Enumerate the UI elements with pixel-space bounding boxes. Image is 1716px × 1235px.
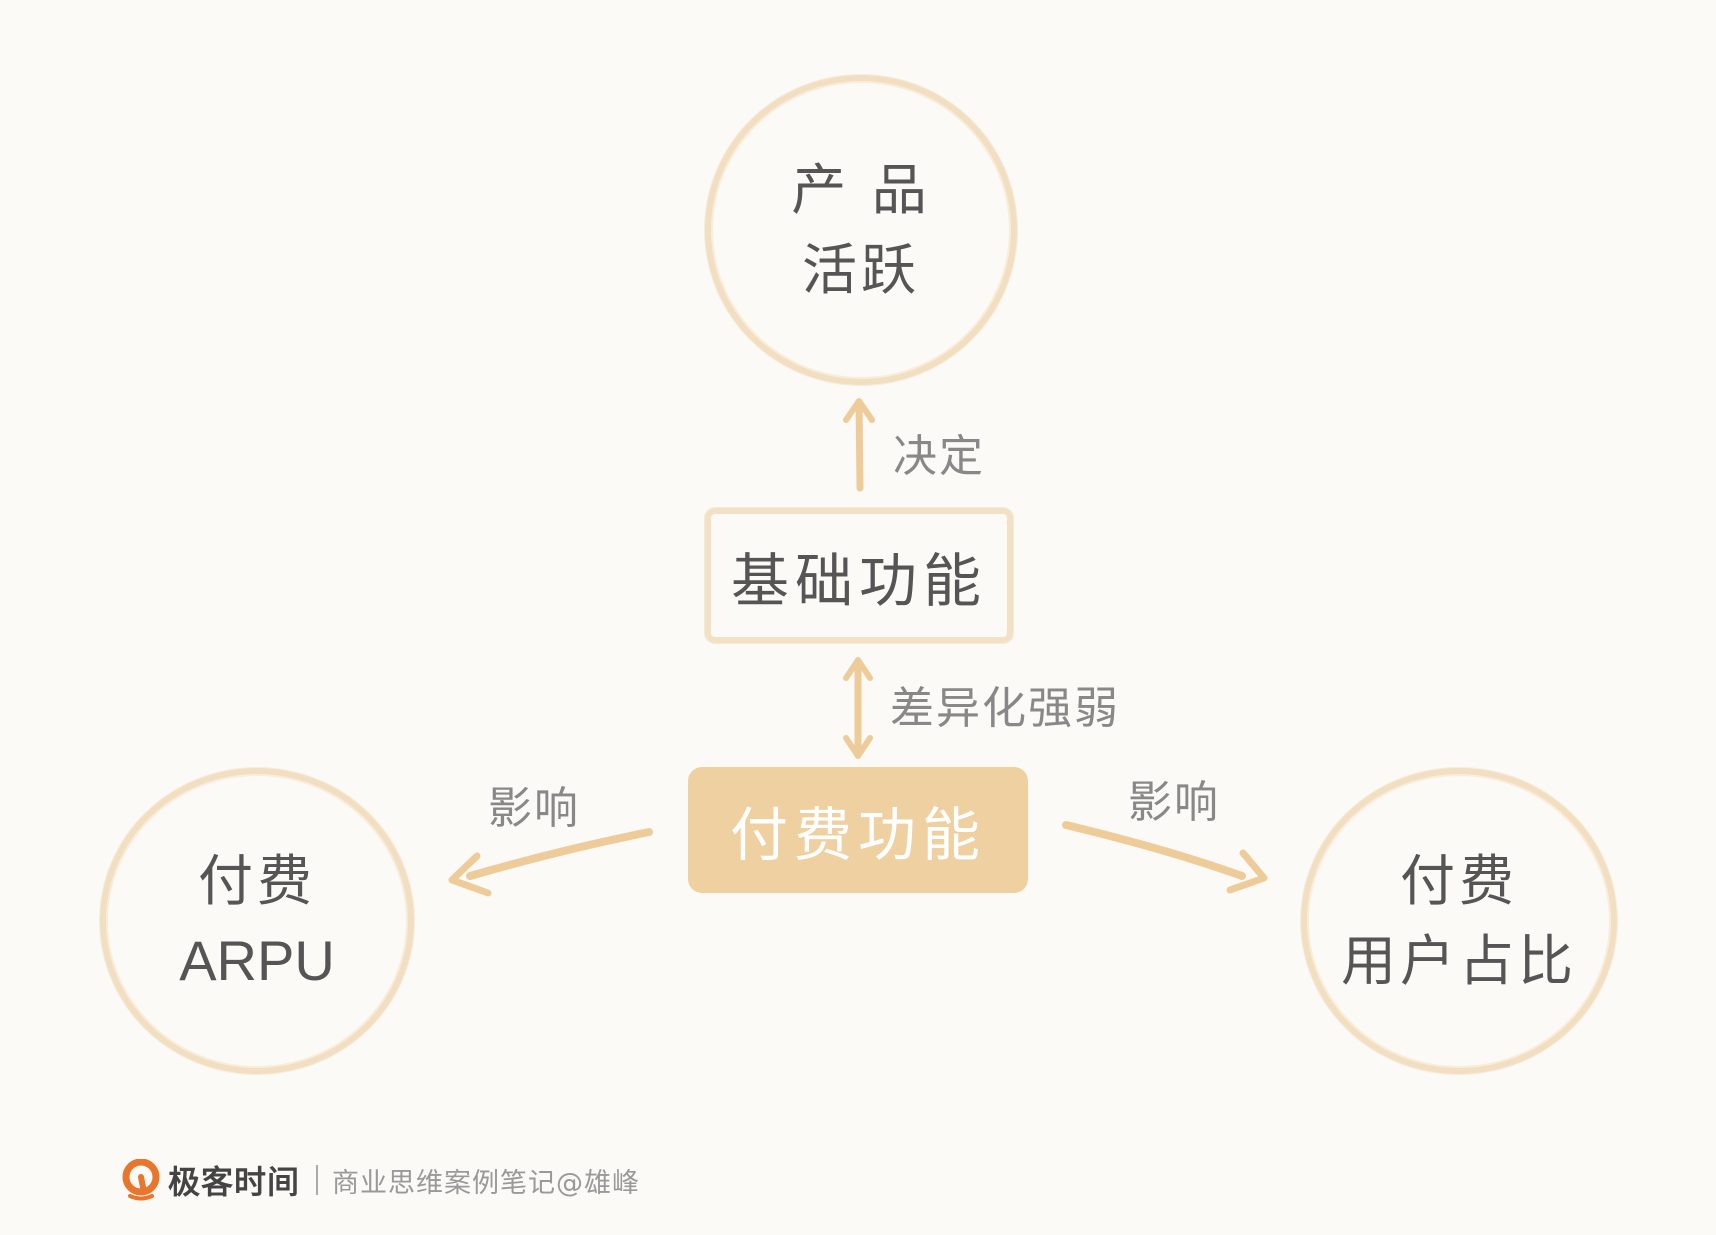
footer: 极客时间 商业思维案例笔记@雄峰 (122, 1158, 640, 1202)
node-basic-feature: 基础功能 (705, 508, 1013, 643)
node-paid-user-ratio-line2: 用户占比 (1340, 929, 1577, 993)
arrow-impact-right (1062, 821, 1268, 894)
node-product-activity: 产 品 活跃 (705, 75, 1017, 385)
edge-label-impact-arpu: 影响 (488, 783, 580, 834)
node-paid-user-ratio-line1: 付费 (1399, 849, 1518, 913)
edge-label-decide: 决定 (893, 431, 985, 482)
arrow-differentiation (843, 657, 873, 759)
node-paid-feature: 付费功能 (688, 767, 1028, 893)
geektime-logo-icon (122, 1158, 160, 1201)
node-paid-feature-label: 付费功能 (729, 801, 986, 869)
node-product-activity-line1: 产 品 (791, 158, 931, 222)
footer-divider (316, 1165, 319, 1195)
footer-credit: 商业思维案例笔记@雄峰 (332, 1167, 641, 1199)
edge-label-impact-ratio: 影响 (1128, 777, 1220, 828)
footer-brand: 极客时间 (168, 1163, 301, 1201)
node-paid-arpu-line1: 付费 (197, 849, 316, 913)
arrow-impact-left (448, 828, 653, 897)
node-paid-user-ratio: 付费 用户占比 (1301, 768, 1617, 1074)
node-paid-arpu-line2: ARPU (179, 929, 335, 992)
node-product-activity-line2: 活跃 (801, 238, 920, 302)
node-paid-arpu: 付费 ARPU (100, 768, 414, 1074)
edge-label-differentiation: 差异化强弱 (890, 683, 1120, 734)
node-basic-feature-label: 基础功能 (730, 546, 987, 615)
arrow-decide (843, 398, 875, 492)
